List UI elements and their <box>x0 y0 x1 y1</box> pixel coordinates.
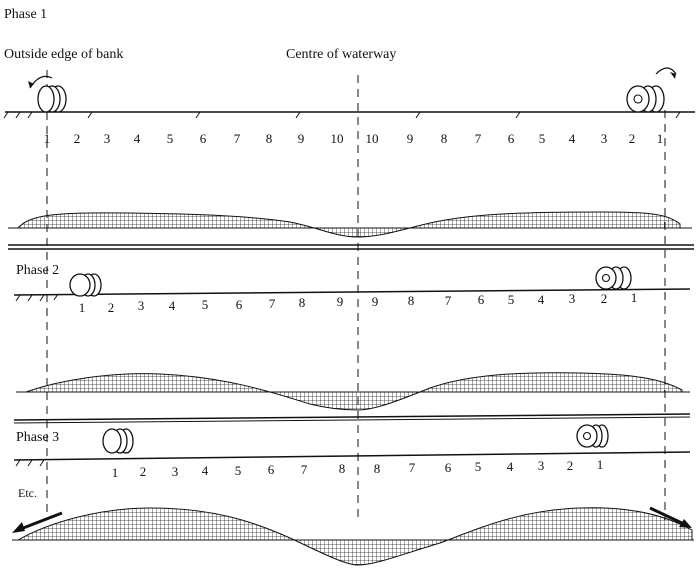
rotation-arrow-head <box>670 72 676 79</box>
rotation-arrow-head <box>28 81 34 88</box>
position-number: 1 <box>631 290 638 305</box>
position-number: 2 <box>629 131 636 146</box>
phase2-ground-hatch <box>15 293 59 302</box>
position-number: 3 <box>172 464 179 479</box>
wheel-roller-icon <box>37 85 67 113</box>
position-number: 9 <box>298 131 305 146</box>
position-number: 5 <box>475 459 482 474</box>
rotation-arrow-icon <box>655 67 677 75</box>
position-number: 6 <box>508 131 515 146</box>
position-number: 8 <box>266 131 273 146</box>
position-number: 9 <box>337 294 344 309</box>
phase3-ground-hatch <box>15 459 45 467</box>
position-number: 2 <box>601 291 608 306</box>
wheel-roller-icon <box>69 273 102 297</box>
wheel-roller-icon <box>576 424 609 448</box>
phase3-ground-line <box>13 451 691 461</box>
position-number: 7 <box>269 296 276 311</box>
phase3-numbers-left: 1 2 3 4 5 6 7 8 <box>112 461 346 480</box>
position-number: 7 <box>234 131 241 146</box>
direction-arrow-icon <box>12 511 63 533</box>
position-number: 10 <box>366 131 379 146</box>
wheel-roller-icon <box>595 266 632 290</box>
position-number: 1 <box>79 300 86 315</box>
phase3-label: Phase 3 <box>16 430 59 445</box>
position-number: 9 <box>407 131 414 146</box>
phase2-numbers-right: 9 8 7 6 5 4 3 2 1 <box>372 290 638 309</box>
direction-arrow-icon <box>649 506 692 528</box>
phase2-label: Phase 2 <box>16 263 59 278</box>
phase3-numbers-right: 8 7 6 5 4 3 2 1 <box>374 457 604 476</box>
phase2-divider-bottom <box>13 416 691 424</box>
position-number: 4 <box>507 459 514 474</box>
position-number: 2 <box>140 464 147 479</box>
phase1-numbers-right: 10 9 8 7 6 5 4 3 2 1 <box>366 131 664 146</box>
position-number: 3 <box>104 131 111 146</box>
centre-label: Centre of waterway <box>286 47 396 62</box>
position-number: 2 <box>108 300 115 315</box>
position-number: 7 <box>475 131 482 146</box>
etc-label: Etc. <box>18 486 37 500</box>
position-number: 3 <box>601 131 608 146</box>
wheel-roller-icon <box>626 85 665 113</box>
position-number: 5 <box>508 292 515 307</box>
position-number: 2 <box>567 458 574 473</box>
position-number: 6 <box>478 292 485 307</box>
position-number: 7 <box>409 460 416 475</box>
position-number: 4 <box>538 292 545 307</box>
position-number: 5 <box>539 131 546 146</box>
position-number: 4 <box>202 463 209 478</box>
position-number: 1 <box>657 131 664 146</box>
position-number: 3 <box>538 458 545 473</box>
position-number: 9 <box>372 294 379 309</box>
position-number: 6 <box>268 462 275 477</box>
phase2-ground-line <box>13 288 691 296</box>
position-number: 7 <box>445 293 452 308</box>
position-number: 4 <box>134 131 141 146</box>
position-number: 6 <box>236 297 243 312</box>
phase1-numbers-left: 1 2 3 4 5 6 7 8 9 10 <box>44 131 344 146</box>
position-number: 5 <box>235 463 242 478</box>
position-number: 8 <box>408 293 415 308</box>
phase1-bank-profile <box>16 211 681 238</box>
phase1-ground-hatch <box>3 111 681 119</box>
phase1-label: Phase 1 <box>4 7 47 22</box>
phase3-group: Phase 3 1 2 3 4 5 6 7 8 8 7 6 5 <box>12 424 694 566</box>
position-number: 8 <box>299 295 306 310</box>
phase2-divider-top <box>13 413 691 421</box>
phase2-numbers-left: 1 2 3 4 5 6 7 8 9 <box>79 294 344 315</box>
wheel-roller-icon <box>102 428 134 454</box>
phase1-group: 1 2 3 4 5 6 7 8 9 10 10 9 8 7 6 5 4 3 2 … <box>3 67 695 250</box>
position-number: 2 <box>74 131 81 146</box>
position-number: 4 <box>169 298 176 313</box>
position-number: 3 <box>569 291 576 306</box>
position-number: 7 <box>301 462 308 477</box>
position-number: 6 <box>200 131 207 146</box>
position-number: 5 <box>167 131 174 146</box>
position-number: 3 <box>138 298 145 313</box>
position-number: 4 <box>569 131 576 146</box>
phase2-bank-profile <box>25 372 683 411</box>
phase3-bank-profile <box>16 507 693 566</box>
outside-edge-label: Outside edge of bank <box>4 47 123 62</box>
position-number: 8 <box>339 461 346 476</box>
position-number: 5 <box>202 297 209 312</box>
position-number: 1 <box>112 465 119 480</box>
position-number: 6 <box>445 460 452 475</box>
position-number: 10 <box>331 131 344 146</box>
position-number: 8 <box>441 131 448 146</box>
position-number: 1 <box>597 457 604 472</box>
position-number: 1 <box>44 131 51 146</box>
position-number: 8 <box>374 461 381 476</box>
phase2-group: Phase 2 1 2 3 4 5 6 7 8 9 9 8 7 <box>13 263 691 424</box>
